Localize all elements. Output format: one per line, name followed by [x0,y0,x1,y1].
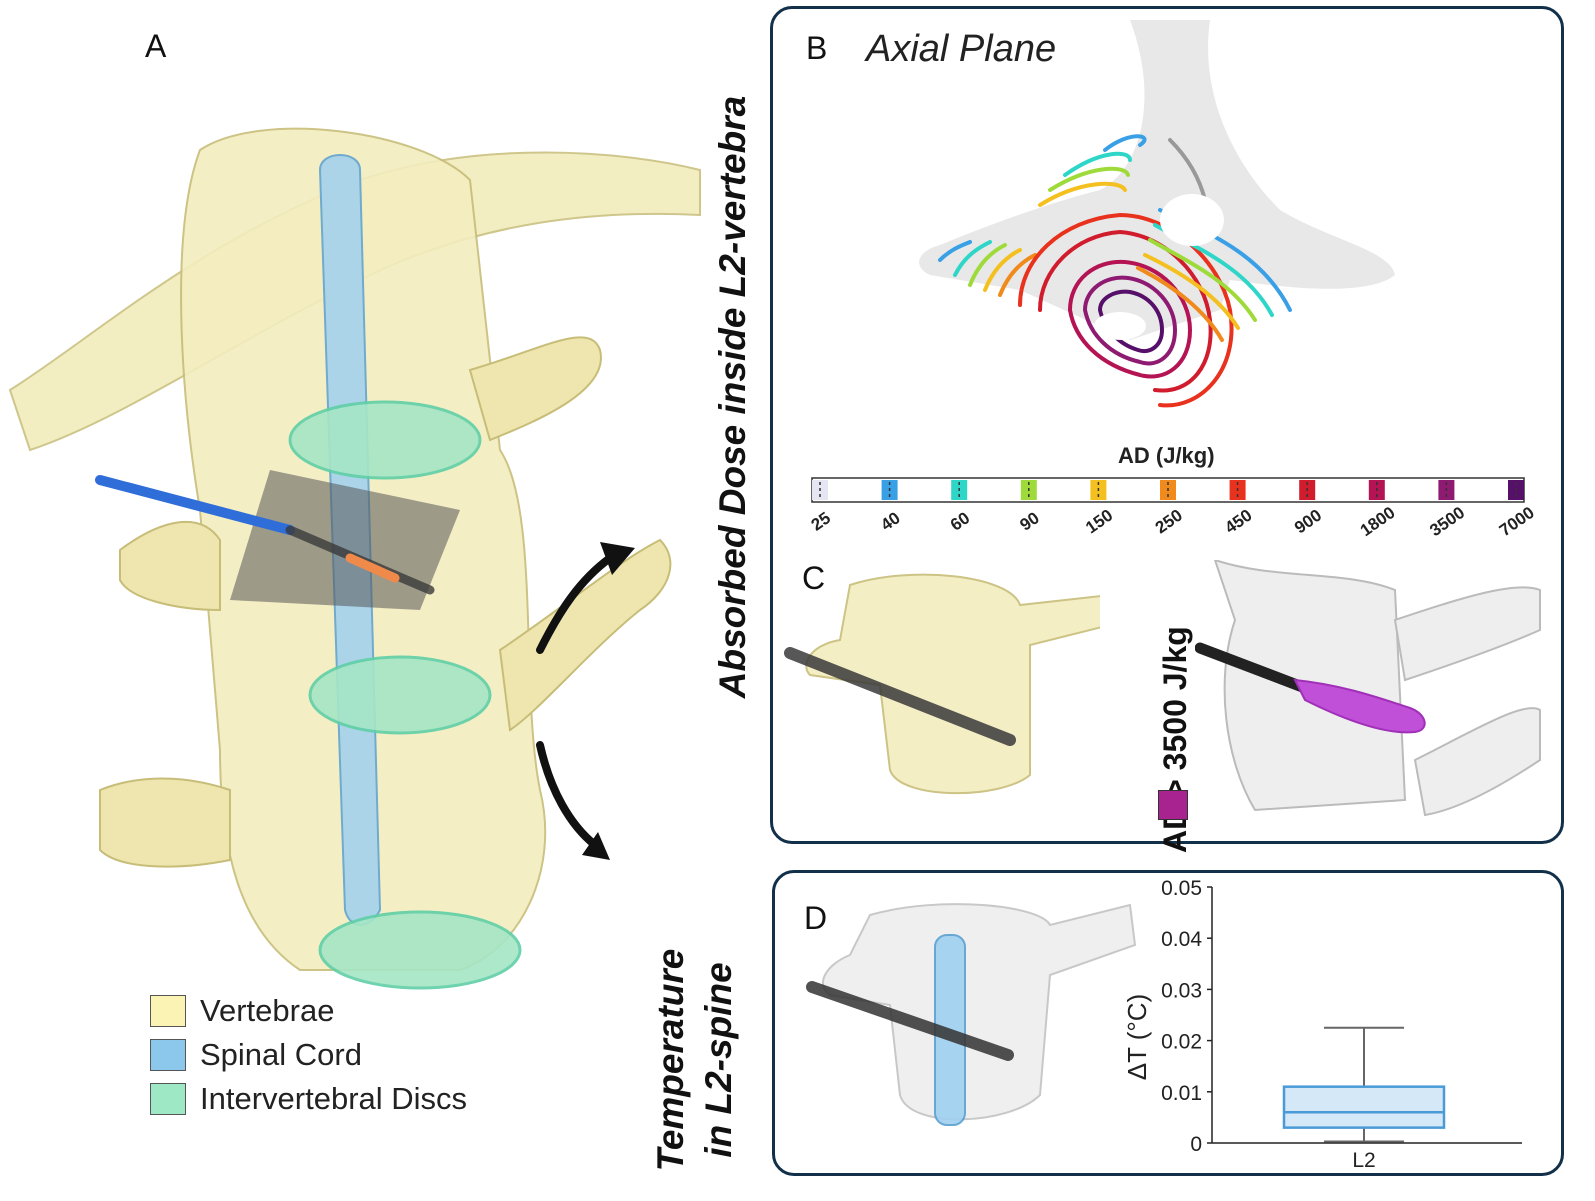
legend-item-spinal-cord: Spinal Cord [150,1036,467,1074]
vertebra-probe-illustration [784,573,1100,795]
vertebra-process [498,538,672,732]
needle-tip [345,553,400,583]
needle-probe [806,981,1014,1061]
side-label-temperature: Temperature in L2-spine [647,930,757,1190]
legend-label: Spinal Cord [200,1037,362,1072]
panel-letter-b: B [806,30,828,66]
vertebra-process [99,777,231,868]
legend-item-vertebrae: Vertebrae [150,992,467,1030]
threshold-swatch [1158,790,1188,820]
arrow-down-icon [536,741,599,849]
vertebra-process [468,336,602,442]
legend-swatch [150,995,186,1027]
colorbar-tick-label: 90 [1016,508,1042,534]
axial-plane-title: Axial Plane [866,28,1057,70]
colorbar-tick-label: 1800 [1357,503,1399,540]
box-iqr [1282,1085,1446,1129]
anatomy-silhouette [919,20,1395,340]
axial-dose-contour-map [919,20,1395,408]
y-tick-label: 0.03 [1161,979,1202,1002]
vertebra-body [805,573,1100,795]
needle-probe [784,647,1016,746]
legend: Vertebrae Spinal Cord Intervertebral Dis… [150,992,467,1118]
spine-3d-illustration [8,127,701,990]
panel-letter-c: C [802,560,826,596]
y-tick-label: 0 [1190,1133,1202,1156]
needle-probe [1195,642,1311,694]
legend-label: Vertebrae [200,993,335,1028]
colorbar-title: AD (J/kg) [1118,443,1215,468]
legend-item-intervertebral-discs: Intervertebral Discs [150,1080,467,1118]
vertebra-process [119,520,221,612]
colorbar-tick-label: 7000 [1496,503,1536,540]
legend-swatch [150,1039,186,1071]
legend-swatch [150,1083,186,1115]
arrow-up-icon [536,554,614,654]
temperature-boxplot: ΔT (°C) 0 0.01 0.02 0.03 0.04 0.05 L2 [1122,877,1522,1172]
colorbar-tick-label: 40 [877,508,903,534]
canal-hole [1160,194,1224,246]
colorbar-tick-label: 25 [808,508,834,534]
y-tick-label: 0.05 [1161,877,1202,900]
y-axis-title: ΔT (°C) [1122,994,1152,1081]
y-tick-label: 0.01 [1161,1082,1202,1105]
colorbar-tick-label: 450 [1221,506,1255,538]
arrowhead [582,832,610,860]
y-tick-label: 0.02 [1161,1031,1202,1054]
x-tick-label: L2 [1352,1149,1375,1172]
y-tick-label: 0.04 [1161,928,1202,951]
colorbar-tick-label: 3500 [1426,503,1468,540]
high-dose-region [1293,678,1426,734]
intervertebral-disc [308,655,492,735]
colorbar-tick-label: 150 [1082,506,1116,538]
arrowhead [600,542,635,575]
colorbar-tick-label: 60 [947,508,973,534]
needle-probe [95,475,295,535]
panel-letter-a: A [145,28,167,64]
side-label-absorbed-dose: Absorbed Dose inside L2-vertebra [712,95,753,699]
legend-label: Intervertebral Discs [200,1081,468,1116]
side-label-temperature-line1: Temperature [650,948,691,1172]
colorbar-tick-label: 900 [1291,506,1325,538]
panel-letter-d: D [804,900,828,936]
intervertebral-disc [288,400,482,480]
side-label-temperature-line2: in L2-spine [698,962,739,1158]
vertebra-cord-illustration [806,903,1137,1126]
spine-high-dose-illustration [1195,560,1541,817]
intervertebral-disc [318,910,522,990]
